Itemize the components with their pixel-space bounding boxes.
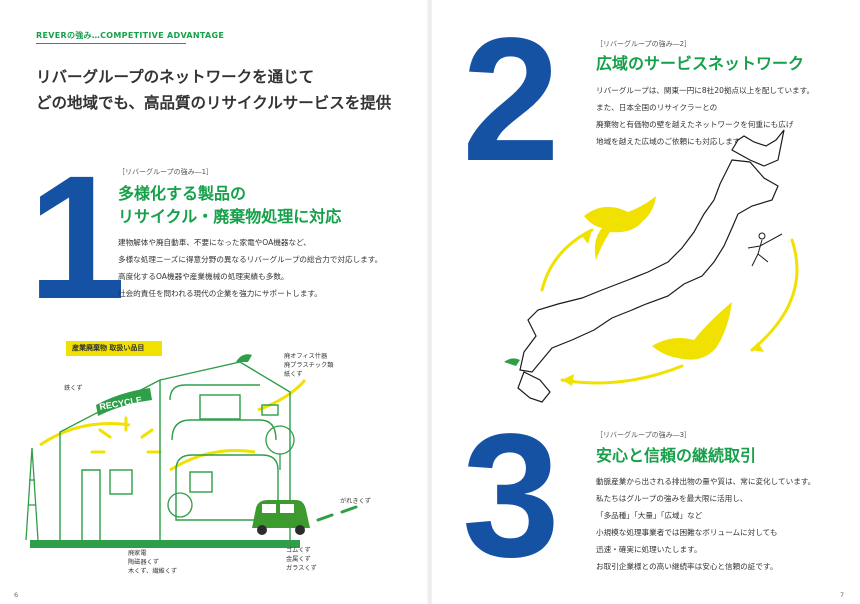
kicker-underline [36, 43, 186, 44]
headline-line-1: リバーグループのネットワークを通じて [36, 68, 315, 86]
page-headline: リバーグループのネットワークを通じて どの地域でも、高品質のリサイクルサービスを… [36, 64, 391, 116]
ground-band [30, 540, 300, 548]
strength-3-body-line: 「多品種」「大量」「広域」など [596, 511, 703, 520]
strength-3-body-line: お取引企業様との高い継続率は安心と信頼の証です。 [596, 562, 778, 571]
strength-2-body-line: 地域を越えた広域のご依頼にも対応します。 [596, 137, 748, 146]
strength-3-body: 動脈産業から出される排出物の量や質は、常に変化しています。 私たちはグループの強… [596, 473, 815, 575]
road-dashes [316, 505, 358, 522]
label-iron-scrap: 鉄くず [64, 385, 83, 392]
radio-tower [25, 447, 39, 541]
strength-number-2: 2 [462, 2, 560, 198]
page-gutter [426, 0, 434, 604]
strength-1-body-line: 高度化するOA機器や産業機械の処理実績も多数。 [118, 272, 289, 281]
label-rubber-line: ガラスくず [286, 565, 317, 572]
strength-2-body-line: リバーグループは、関東一円に8社20拠点以上を配しています。 [596, 86, 815, 95]
label-appliance-line: 陶磁器くず [128, 559, 159, 566]
strength-2-tag: ［リバーグループの強み―2］ [596, 40, 692, 48]
trees [167, 425, 295, 518]
arrow-heads [562, 230, 764, 386]
items-handled-label: 産業廃棄物 取扱い品目 [66, 341, 162, 356]
strength-1-title-line-1: 多様化する製品の [118, 184, 247, 203]
yellow-swoosh [257, 379, 307, 412]
strength-2-body-line: また、日本全国のリサイクラーとの [596, 103, 718, 112]
strength-1-body-line: 建物解体や廃自動車、不要になった家電やOA機器など、 [118, 238, 311, 247]
label-rubber-line: ゴムくず [286, 547, 311, 554]
label-office-line: 廃プラスチック類 [284, 362, 334, 369]
japan-network-illustration [504, 129, 799, 403]
strength-3-body-line: 動脈産業から出される排出物の量や質は、常に変化しています。 [596, 477, 816, 486]
strength-1-title: 多様化する製品の リサイクル・廃棄物処理に対応 [118, 182, 341, 228]
left-page: REVERの強み…COMPETITIVE ADVANTAGE リバーグループのネ… [0, 0, 428, 604]
strength-2-title: 広域のサービスネットワーク [596, 54, 805, 73]
page-number-left: 6 [14, 591, 19, 599]
label-rubber-metal-glass: ゴムくず 金属くず ガラスくず [286, 546, 317, 573]
small-bird-icon [504, 358, 520, 366]
recycle-building-illustration: RECYCLE [25, 354, 358, 548]
label-rubble: がれきくず [340, 498, 371, 505]
label-appliance-line: 廃家電 [128, 550, 147, 557]
strength-1-body-line: 多様な処理ニーズに得意分野の異なるリバーグループの総合力で対応します。 [118, 255, 383, 264]
strength-number-1: 1 [28, 140, 126, 336]
label-rubber-line: 金属くず [286, 556, 311, 563]
section-kicker: REVERの強み…COMPETITIVE ADVANTAGE [36, 31, 225, 40]
network-arrows [540, 228, 799, 385]
strength-1-body-line: 社会的責任を問われる現代の企業を強力にサポートします。 [118, 289, 322, 298]
person-figure-icon [747, 232, 783, 267]
strength-3-tag: ［リバーグループの強み―3］ [596, 431, 692, 439]
strength-1-title-line-2: リサイクル・廃棄物処理に対応 [118, 207, 342, 226]
label-office-waste: 廃オフィス什器 廃プラスチック類 紙くず [284, 352, 333, 379]
strength-2-body-line: 廃棄物と有価物の壁を越えたネットワークを何重にも広げ [596, 120, 794, 129]
kyushu-outline [517, 371, 551, 403]
strength-2-body: リバーグループは、関東一円に8社20拠点以上を配しています。 また、日本全国のリ… [596, 82, 814, 150]
hokkaido-outline [731, 129, 785, 167]
japan-map-outline [519, 159, 779, 373]
roof-bird-icon [236, 354, 252, 362]
strength-3-body-line: 小規模な処理事業者では困難なボリュームに対しても [596, 528, 778, 537]
label-appliance-waste: 廃家電 陶磁器くず 木くず、繊維くず [128, 549, 177, 576]
headline-line-2: どの地域でも、高品質のリサイクルサービスを提供 [36, 94, 392, 112]
yellow-swoosh [39, 422, 131, 447]
building-outline [59, 361, 291, 540]
recycle-sign: RECYCLE [96, 388, 152, 416]
label-office-line: 紙くず [284, 371, 303, 378]
strength-3-body-line: 迅速・確実に処理いたします。 [596, 545, 702, 554]
right-page: 2 ［リバーグループの強み―2］ 広域のサービスネットワーク リバーグループは、… [432, 0, 860, 604]
car-icon [252, 500, 310, 535]
strength-3-body-line: 私たちはグループの強みを最大限に活用し、 [596, 494, 748, 503]
strength-3-title: 安心と信頼の継続取引 [596, 446, 757, 465]
label-office-line: 廃オフィス什器 [284, 353, 328, 360]
label-appliance-line: 木くず、繊維くず [128, 568, 178, 575]
yellow-swoosh [169, 448, 256, 472]
strength-number-3: 3 [462, 398, 560, 594]
bird-icon-bottom [652, 302, 732, 360]
strength-1-body: 建物解体や廃自動車、不要になった家電やOA機器など、 多様な処理ニーズに得意分野… [118, 234, 382, 302]
strength-1-tag: ［リバーグループの強み―1］ [118, 168, 214, 176]
bird-icon-top [584, 196, 656, 260]
page-number-right: 7 [840, 591, 845, 599]
recycle-sign-text: RECYCLE [99, 395, 143, 412]
